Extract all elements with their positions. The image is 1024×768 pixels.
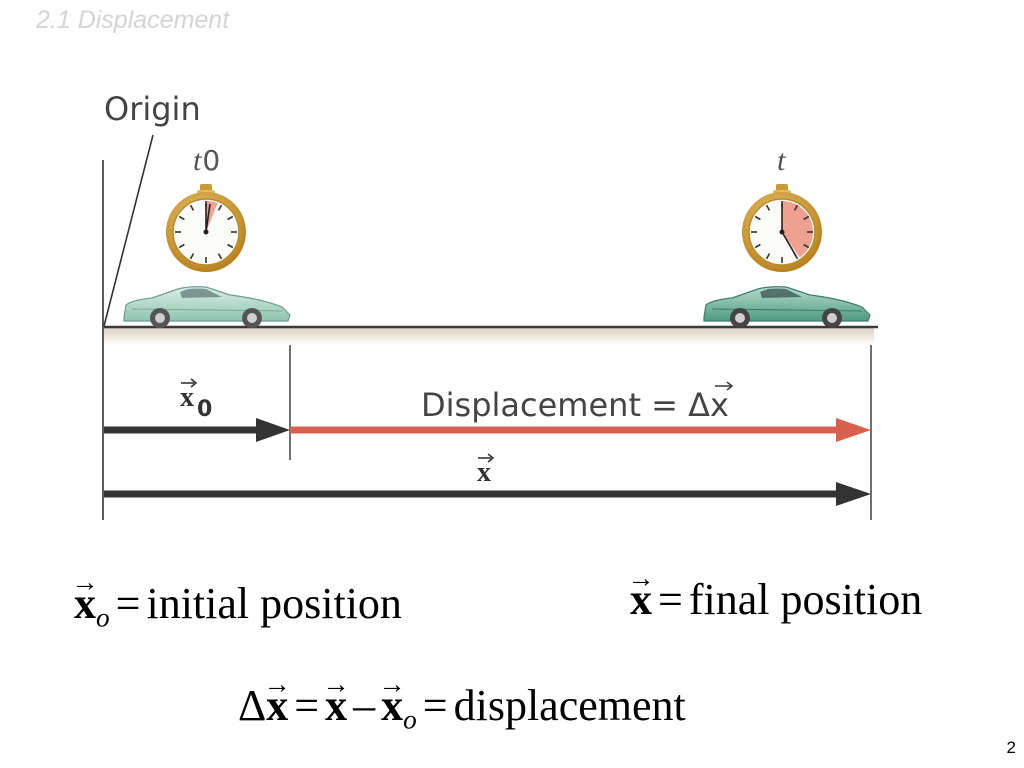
car-icon bbox=[703, 286, 871, 328]
page-number: 2 bbox=[1006, 738, 1016, 757]
stopwatch-icon bbox=[166, 184, 246, 272]
car-icon bbox=[123, 286, 291, 328]
displacement-equation: Δx=x–xo=displacement bbox=[238, 680, 686, 736]
slide-title: 2.1 Displacement bbox=[36, 6, 230, 34]
x0-vector-label: x 0 bbox=[180, 378, 212, 422]
final-position-arrow bbox=[104, 482, 871, 506]
initial-position-arrow bbox=[104, 418, 290, 442]
origin-pointer-line bbox=[103, 134, 154, 327]
displacement-label: Displacement = Δx bbox=[421, 381, 734, 424]
origin-label: Origin bbox=[104, 90, 201, 128]
x-vector-label: x bbox=[477, 453, 495, 488]
displacement-diagram: Origin t0 t bbox=[102, 90, 878, 520]
svg-text:x: x bbox=[477, 457, 491, 488]
ground-shadow bbox=[104, 327, 874, 345]
stopwatch-icon bbox=[742, 184, 822, 272]
initial-position-equation: xo=initial position bbox=[74, 578, 402, 634]
svg-text:Displacement = Δx: Displacement = Δx bbox=[421, 386, 729, 424]
displacement-arrow bbox=[290, 418, 871, 442]
final-position-equation: x=final position bbox=[630, 574, 922, 625]
svg-text:x: x bbox=[180, 382, 194, 413]
t0-label: t0 bbox=[193, 144, 220, 177]
svg-text:0: 0 bbox=[197, 397, 212, 422]
t-label: t bbox=[777, 144, 786, 177]
